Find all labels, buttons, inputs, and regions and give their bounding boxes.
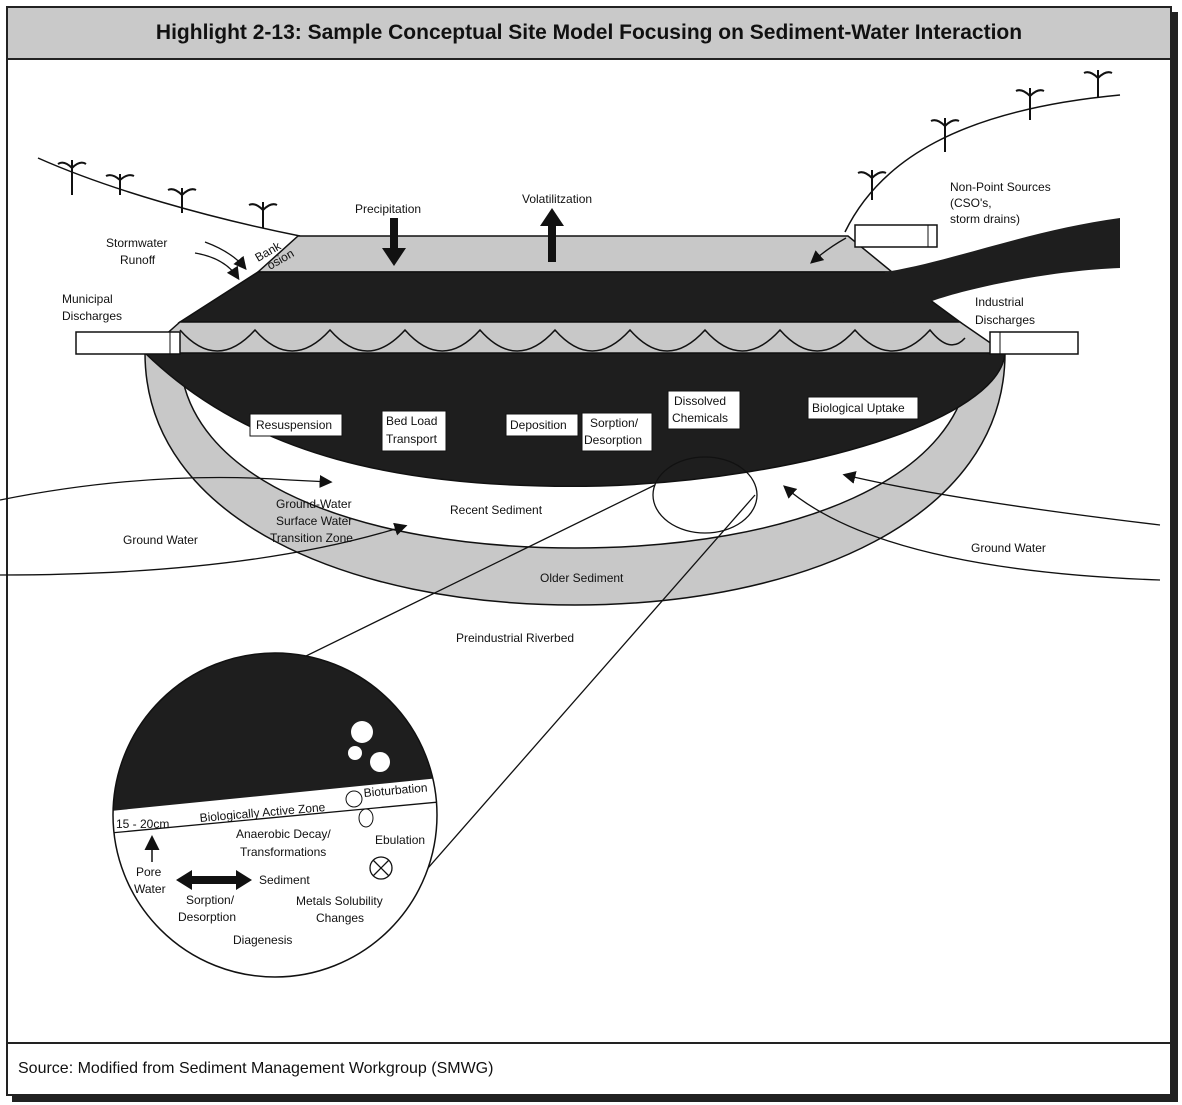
ground-water-flow-left-2 (0, 522, 408, 576)
pipe-municipal (75, 331, 181, 355)
volatilization-arrow (540, 208, 564, 262)
left-hillside (37, 157, 301, 237)
inset-sorption-2: Desorption (178, 910, 236, 924)
label-ground-water-right: Ground Water (971, 541, 1046, 555)
industrial-plume (885, 218, 1120, 305)
label-deposition: Deposition (510, 418, 567, 432)
water-surface (256, 235, 895, 273)
inset-diagenesis: Diagenesis (233, 933, 292, 947)
sediment-inset: 15 - 20cm Biologically Active Zone Biotu… (112, 652, 438, 978)
pipe-industrial (989, 331, 1079, 355)
inset-metals-2: Changes (316, 911, 364, 925)
label-sorption-2: Desorption (584, 433, 642, 447)
label-non-point-2: (CSO's, (950, 196, 992, 210)
bioturbation-icon (345, 790, 363, 808)
label-recent-sediment: Recent Sediment (450, 503, 543, 517)
inset-depth: 15 - 20cm (116, 817, 169, 831)
inset-ebulation: Ebulation (375, 833, 425, 847)
inset-bioturbation: Bioturbation (363, 780, 428, 800)
zoom-line-right (399, 494, 756, 901)
label-gw-sw-3: Transition Zone (270, 531, 353, 545)
ground-water-flow-right-1 (842, 471, 1161, 526)
label-gw-sw-1: Ground-Water (276, 497, 352, 511)
label-boxes (249, 390, 919, 452)
bubble-icon (370, 752, 390, 772)
inset-metals-1: Metals Solubility (296, 894, 383, 908)
label-industrial-2: Discharges (975, 313, 1035, 327)
bubble-icon (351, 721, 373, 743)
sorption-double-arrow (176, 870, 252, 890)
label-municipal-1: Municipal (62, 292, 113, 306)
inset-anaerobic-2: Transformations (240, 845, 326, 859)
stormwater-arrow-2 (204, 241, 247, 271)
label-non-point-1: Non-Point Sources (950, 180, 1051, 194)
inset-pore-1: Pore (136, 865, 162, 879)
ebulation-icon (358, 808, 374, 828)
label-gw-sw-2: Surface Water (276, 514, 352, 528)
inset-sediment: Sediment (259, 873, 310, 887)
label-sorption-1: Sorption/ (590, 416, 639, 430)
label-stormwater-2: Runoff (120, 253, 156, 267)
label-bedload-2: Transport (386, 432, 438, 446)
plant-icons (57, 70, 1113, 228)
label-dissolved-2: Chemicals (672, 411, 728, 425)
zoom-focus-ellipse (652, 456, 758, 534)
label-industrial-1: Industrial (975, 295, 1024, 309)
figure-title: Highlight 2-13: Sample Conceptual Site M… (8, 8, 1170, 60)
inset-anaerobic-1: Anaerobic Decay/ (236, 827, 331, 841)
figure-source: Source: Modified from Sediment Managemen… (8, 1042, 1170, 1094)
right-hillside (844, 94, 1121, 233)
label-bedload-1: Bed Load (386, 414, 437, 428)
label-resuspension: Resuspension (256, 418, 332, 432)
label-ground-water-left: Ground Water (123, 533, 198, 547)
wave-scallops (179, 328, 966, 352)
near-bed-zone (143, 321, 1008, 354)
inset-sorption-1: Sorption/ (186, 893, 235, 907)
label-dissolved-1: Dissolved (674, 394, 726, 408)
label-precipitation: Precipitation (355, 202, 421, 216)
label-stormwater-1: Stormwater (106, 236, 167, 250)
label-older-sediment: Older Sediment (540, 571, 624, 585)
ground-water-flow-left-1 (0, 474, 333, 501)
water-column (177, 271, 963, 323)
ground-water-flow-right-2 (783, 485, 1161, 581)
inset-pore-2: Water (134, 882, 166, 896)
label-municipal-2: Discharges (62, 309, 122, 323)
stormwater-arrow (194, 252, 240, 281)
metals-icon (369, 856, 393, 880)
bubble-icon (348, 746, 362, 760)
precipitation-arrow (382, 218, 406, 266)
label-bio-uptake: Biological Uptake (812, 401, 905, 415)
label-non-point-3: storm drains) (950, 212, 1020, 226)
pipe-non-point (854, 224, 938, 248)
non-point-arrow (810, 237, 847, 264)
label-preindustrial: Preindustrial Riverbed (456, 631, 574, 645)
label-volatilization: Volatilitzation (522, 192, 592, 206)
